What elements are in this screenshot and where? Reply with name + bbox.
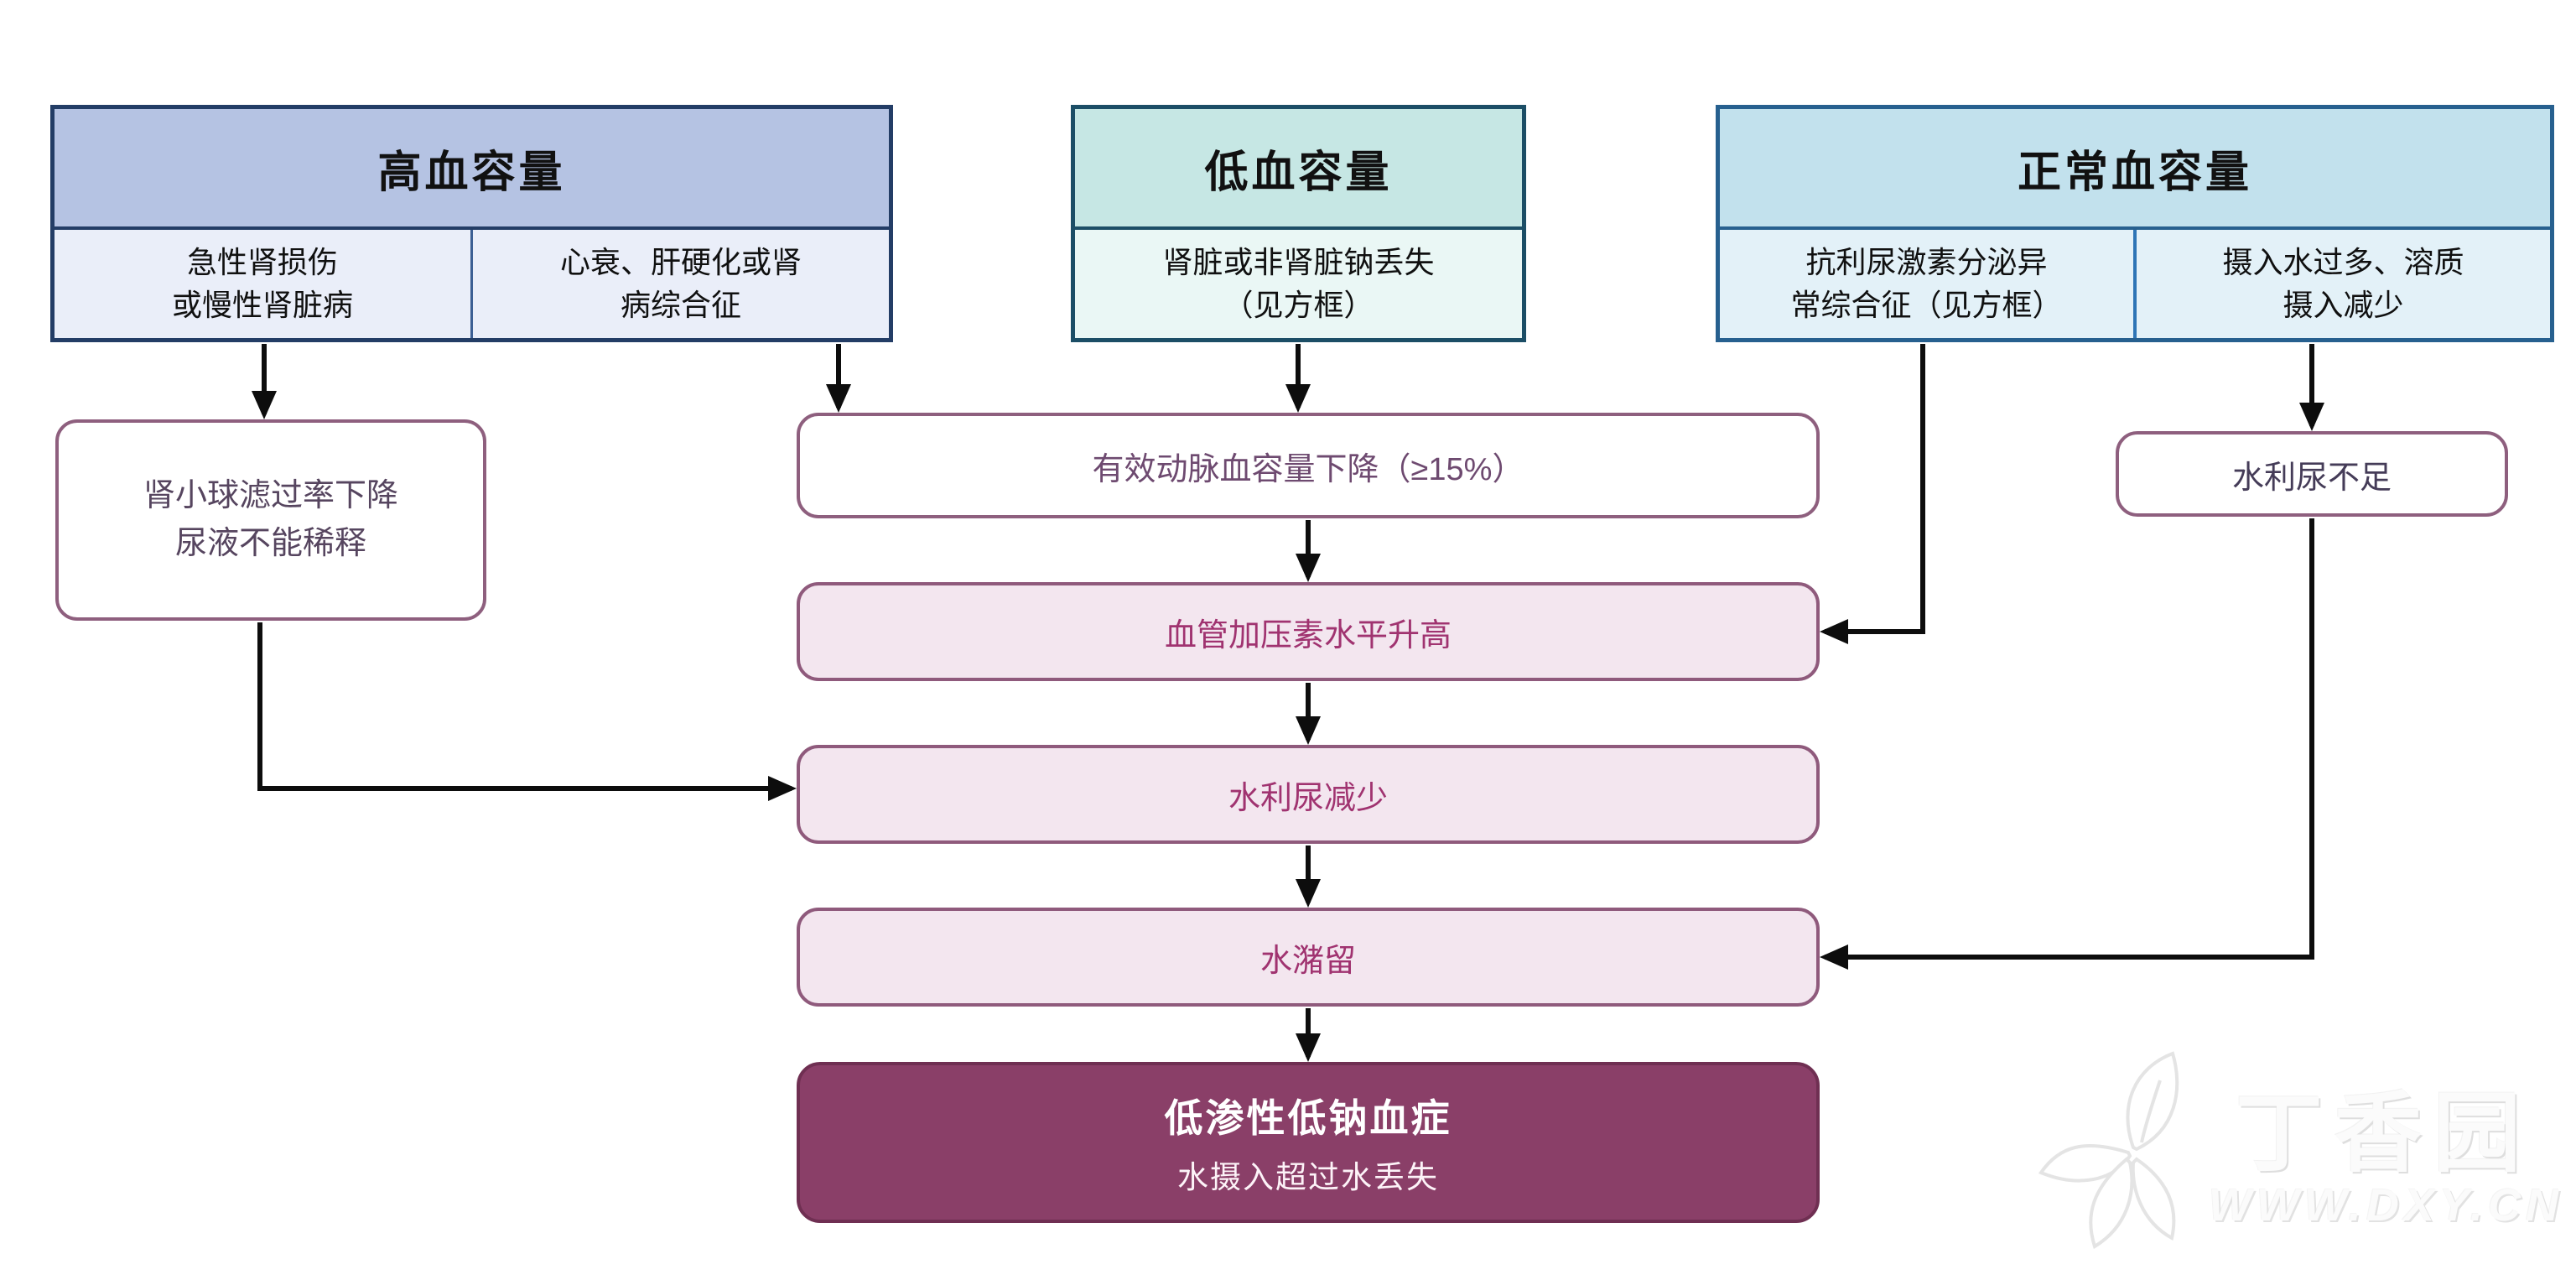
node-water-retention-text: 水潴留: [1259, 943, 1356, 979]
node-insufficient-aquaresis: 水利尿不足: [2116, 431, 2508, 517]
cause-excess-water-intake: 摄入水过多、溶质 摄入减少: [2133, 230, 2550, 338]
cause-sodium-loss: 肾脏或非肾脏钠丢失 （见方框）: [1075, 230, 1522, 338]
node-insufficient-aquaresis-text: 水利尿不足: [2231, 460, 2392, 496]
arrow-siadh-to-vasopressin: [1820, 344, 1925, 644]
node-effective-arterial-volume: 有效动脉血容量下降（≥15%）: [797, 413, 1820, 518]
cause-acute-kidney-injury: 急性肾损伤 或慢性肾脏病: [55, 230, 470, 338]
node-hypotonic-hyponatremia: 低渗性低钠血症 水摄入超过水丢失: [797, 1062, 1820, 1223]
column-hypervolemia: 高血容量 急性肾损伤 或慢性肾脏病 心衰、肝硬化或肾 病综合征: [50, 105, 893, 342]
final-title: 低渗性低钠血症: [1164, 1096, 1452, 1140]
column-hypovolemia: 低血容量 肾脏或非肾脏钠丢失 （见方框）: [1071, 105, 1526, 342]
dxy-watermark: 丁香园 WWW.DXY.CN: [2034, 1047, 2558, 1265]
watermark-site: WWW.DXY.CN: [2209, 1180, 2563, 1231]
node-vasopressin-text: 血管加压素水平升高: [1164, 617, 1452, 653]
column-title-hypovolemia: 低血容量: [1075, 109, 1522, 230]
watermark-brand: 丁香园: [2236, 1085, 2533, 1183]
node-eabv-text: 有效动脉血容量下降（≥15%）: [1092, 451, 1524, 487]
arrow-insufficient-to-retention: [1820, 518, 2314, 970]
node-vasopressin-increase: 血管加压素水平升高: [797, 582, 1820, 681]
node-gfr-text: 肾小球滤过率下降 尿液不能稀释: [143, 478, 398, 561]
column-normovolemia: 正常血容量 抗利尿激素分泌异 常综合征（见方框） 摄入水过多、溶质 摄入减少: [1716, 105, 2554, 342]
node-decreased-aquaresis-text: 水利尿减少: [1228, 780, 1388, 816]
arrow-gfr-to-aquaresis: [257, 622, 797, 801]
cause-heart-failure-cirrhosis: 心衰、肝硬化或肾 病综合征: [470, 230, 889, 338]
node-water-retention: 水潴留: [797, 908, 1820, 1007]
dxy-leaf-icon: [2038, 1051, 2179, 1250]
node-gfr-decrease: 肾小球滤过率下降 尿液不能稀释: [55, 419, 486, 621]
cause-siadh: 抗利尿激素分泌异 常综合征（见方框）: [1720, 230, 2133, 338]
final-subtitle: 水摄入超过水丢失: [1177, 1160, 1439, 1194]
column-title-normovolemia: 正常血容量: [1720, 109, 2550, 230]
column-title-hypervolemia: 高血容量: [55, 109, 889, 230]
node-decreased-aquaresis: 水利尿减少: [797, 745, 1820, 844]
